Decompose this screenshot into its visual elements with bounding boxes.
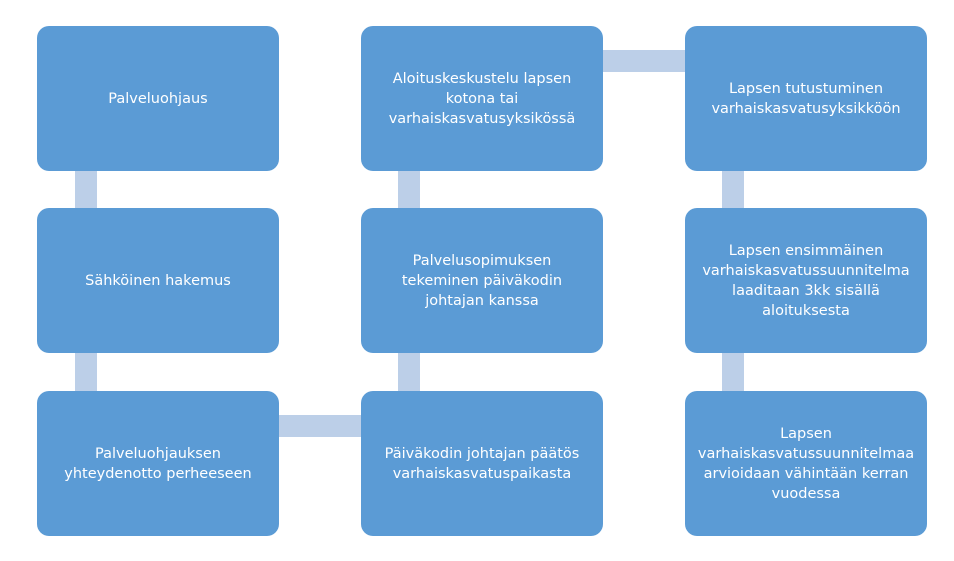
connector-step4-step5 bbox=[398, 353, 420, 391]
step-label: Palveluohjaus bbox=[108, 90, 208, 107]
step-box-vasu-arviointi: Lapsen varhaiskasvatussuunnitelmaa arvio… bbox=[685, 391, 927, 536]
connector-step5-step6 bbox=[398, 171, 420, 208]
step-box-tutustuminen: Lapsen tutustuminen varhaiskasvatusyksik… bbox=[685, 26, 927, 171]
step-box-sahkoinen-hakemus: Sähköinen hakemus bbox=[37, 208, 279, 353]
step-box-paatos: Päiväkodin johtajan päätös varhaiskasvat… bbox=[361, 391, 603, 536]
connector-step3-step4 bbox=[279, 415, 361, 437]
step-label: Lapsen tutustuminen varhaiskasvatusyksik… bbox=[711, 80, 901, 117]
connector-step6-step7 bbox=[603, 50, 685, 72]
step-label: Päiväkodin johtajan päätös varhaiskasvat… bbox=[384, 445, 580, 482]
step-label: Palvelusopimuksen tekeminen päiväkodin j… bbox=[401, 252, 563, 309]
connector-step2-step3 bbox=[75, 353, 97, 391]
step-label: Sähköinen hakemus bbox=[85, 272, 231, 289]
connector-step7-step8 bbox=[722, 171, 744, 208]
step-box-palvelusopimus: Palvelusopimuksen tekeminen päiväkodin j… bbox=[361, 208, 603, 353]
step-box-palveluohjaus: Palveluohjaus bbox=[37, 26, 279, 171]
step-box-yhteydenotto: Palveluohjauksen yhteydenotto perheeseen bbox=[37, 391, 279, 536]
step-label: Lapsen ensimmäinen varhaiskasvatussuunni… bbox=[702, 242, 910, 319]
connector-step1-step2 bbox=[75, 171, 97, 208]
step-box-aloituskeskustelu: Aloituskeskustelu lapsen kotona tai varh… bbox=[361, 26, 603, 171]
step-box-ensimmainen-vasu: Lapsen ensimmäinen varhaiskasvatussuunni… bbox=[685, 208, 927, 353]
connector-step8-step9 bbox=[722, 353, 744, 391]
step-label: Aloituskeskustelu lapsen kotona tai varh… bbox=[388, 70, 576, 127]
step-label: Palveluohjauksen yhteydenotto perheeseen bbox=[64, 445, 252, 482]
step-label: Lapsen varhaiskasvatussuunnitelmaa arvio… bbox=[697, 425, 915, 502]
